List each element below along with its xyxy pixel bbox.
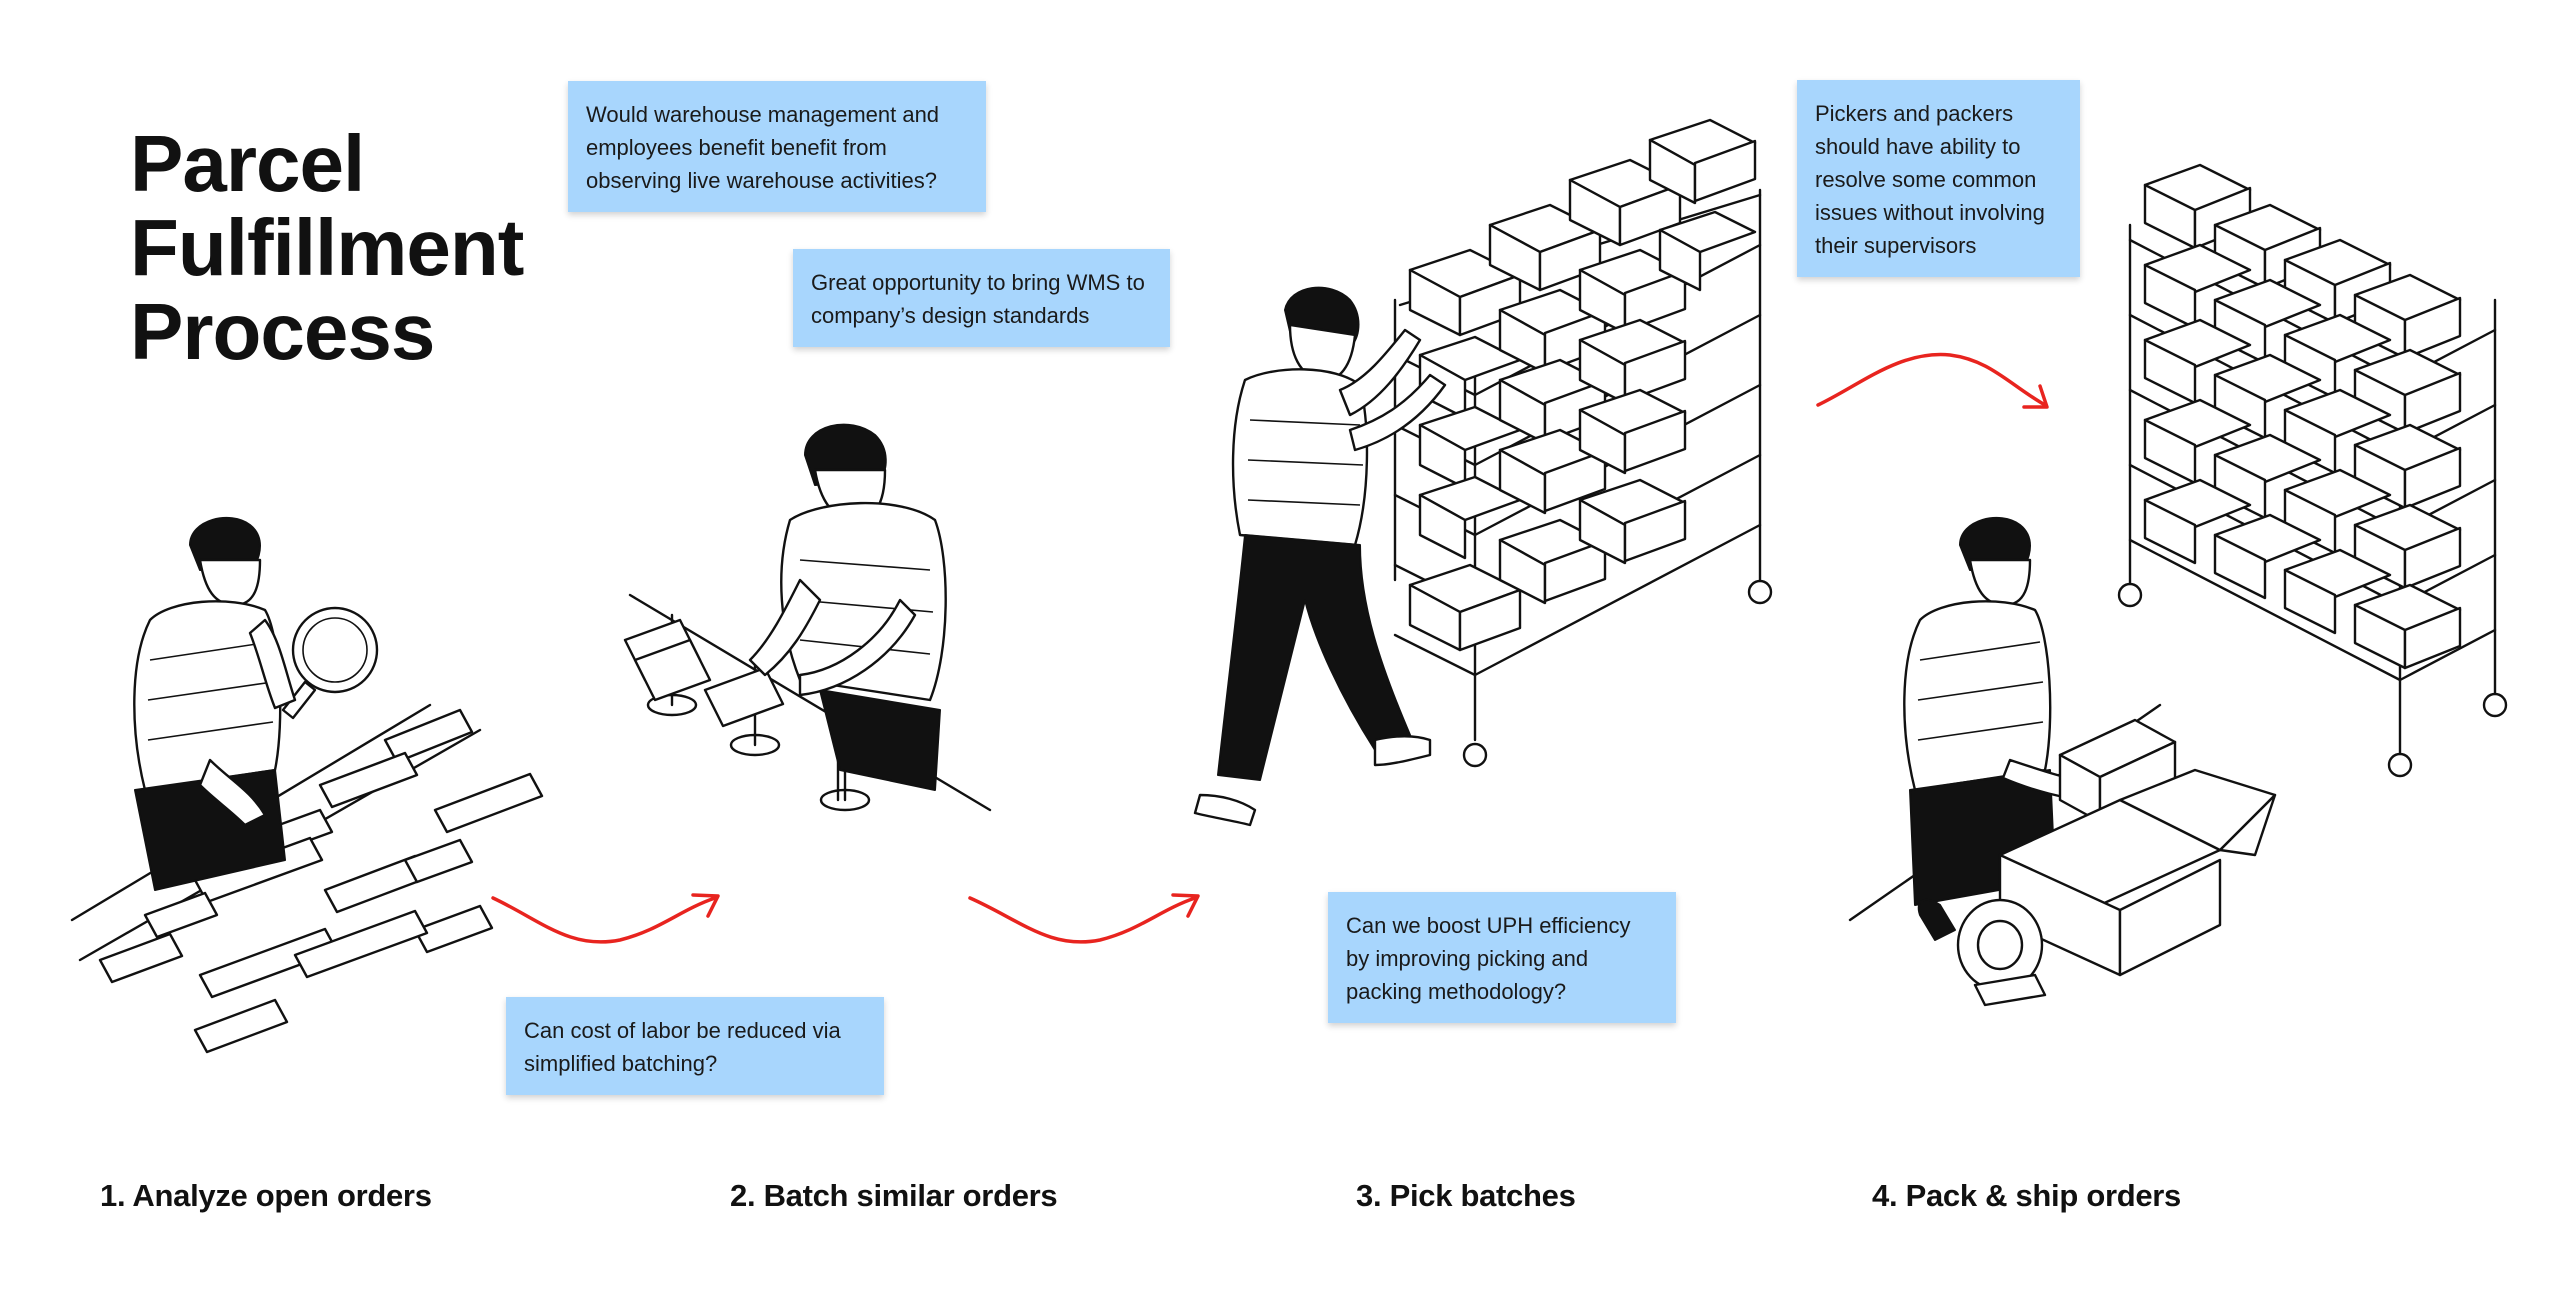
title-line-2: Fulfillment — [130, 203, 524, 292]
note-labor: Can cost of labor be reduced via simplif… — [506, 997, 884, 1095]
note-line: Pickers and packers — [1815, 101, 2014, 126]
step-2-label: 2. Batch similar orders — [730, 1178, 1058, 1213]
rolling-shelf-cart-icon — [1393, 118, 1773, 768]
note-line: Great opportunity to bring WMS to — [811, 270, 1145, 295]
flow-arrow-2-head — [1171, 893, 1200, 918]
worker-analyzing — [133, 516, 379, 891]
note-line: Can we boost UPH efficiency — [1346, 913, 1631, 938]
note-line: company’s design standards — [811, 303, 1090, 328]
tape-dispenser-icon — [1917, 898, 2047, 1007]
flow-arrow-1 — [491, 896, 717, 944]
note-line: Can cost of labor be reduced via — [524, 1018, 841, 1043]
title-line-3: Process — [130, 287, 435, 376]
note-line: their supervisors — [1815, 233, 1977, 258]
ticket-spike-icon — [623, 613, 712, 717]
magnifying-glass-icon — [291, 606, 379, 694]
open-shipping-box-icon — [1998, 768, 2277, 977]
note-line: Would warehouse management and — [586, 102, 940, 127]
note-line: packing methodology? — [1346, 979, 1567, 1004]
worker-batching — [748, 423, 947, 791]
note-line: issues without involving — [1815, 200, 2045, 225]
title-line-1: Parcel — [130, 119, 365, 208]
note-line: observing live warehouse activities? — [586, 168, 937, 193]
step-3-label: 3. Pick batches — [1356, 1178, 1576, 1213]
note-line: simplified batching? — [524, 1051, 718, 1076]
note-line: resolve some common — [1815, 167, 2037, 192]
page-title: Parcel Fulfillment Process — [130, 119, 524, 376]
step1-illustration — [70, 516, 544, 1054]
note-uph: Can we boost UPH efficiency by improving… — [1328, 892, 1676, 1023]
note-line: employees benefit benefit from — [586, 135, 887, 160]
ticket-spike-icon-2 — [703, 658, 785, 757]
note-pickers: Pickers and packers should have ability … — [1797, 80, 2080, 277]
step2-illustration — [623, 423, 992, 812]
rolling-shelf-cart-icon-2 — [2117, 163, 2508, 778]
note-line: should have ability to — [1815, 134, 2021, 159]
note-wms: Great opportunity to bring WMS to compan… — [793, 249, 1170, 347]
step3-illustration — [1193, 118, 1773, 827]
note-observing: Would warehouse management and employees… — [568, 81, 986, 212]
note-line: by improving picking and — [1346, 946, 1589, 971]
flow-arrow-3 — [1816, 352, 2047, 407]
flow-arrow-2 — [968, 896, 1197, 944]
step4-illustration — [1848, 163, 2508, 1007]
flow-arrow-3-head — [2022, 384, 2049, 409]
flow-arrow-1-head — [691, 893, 720, 918]
step-4-label: 4. Pack & ship orders — [1872, 1178, 2181, 1213]
worker-picking — [1193, 286, 1447, 827]
step-1-label: 1. Analyze open orders — [100, 1178, 432, 1213]
flow-arrows — [491, 352, 2049, 944]
